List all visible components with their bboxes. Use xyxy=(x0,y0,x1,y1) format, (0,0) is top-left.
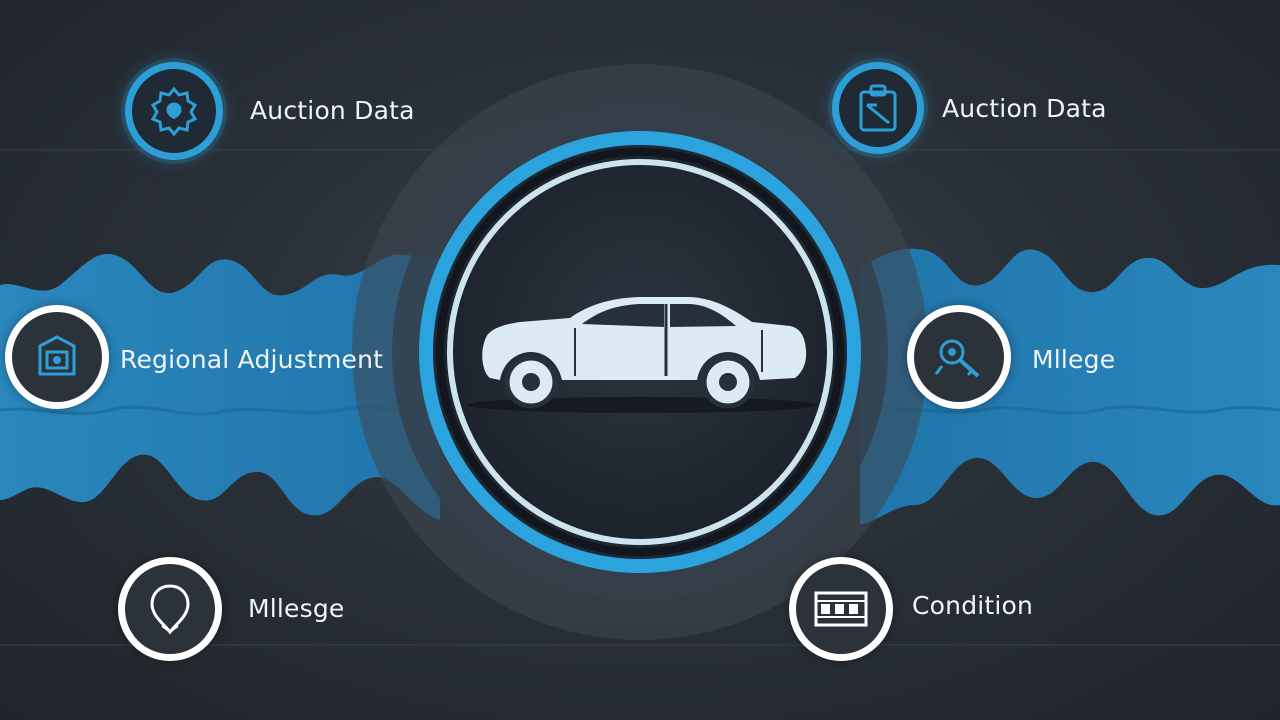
box-tag-icon xyxy=(38,335,76,376)
clipboard-icon xyxy=(859,84,897,132)
shield-badge-icon xyxy=(150,86,198,137)
node-auction-data-right xyxy=(832,62,924,154)
node-auction-data-left xyxy=(125,62,223,160)
film-strip-icon xyxy=(814,591,868,627)
car-icon xyxy=(467,297,817,413)
wave-ripple-right xyxy=(859,405,1280,415)
node-mileage-left xyxy=(118,557,222,661)
wave-band-left xyxy=(0,254,440,520)
label-mileage-right: Mllege xyxy=(1032,345,1116,374)
node-condition xyxy=(789,557,893,661)
label-auction-data-right: Auction Data xyxy=(942,94,1107,123)
center-ring-dark xyxy=(436,148,844,556)
location-pin-icon xyxy=(150,584,190,635)
label-regional-adjustment: Regional Adjustment xyxy=(120,345,384,374)
node-mileage-right xyxy=(907,305,1011,409)
label-auction-data-left: Auction Data xyxy=(250,96,415,125)
label-condition: Condition xyxy=(912,591,1034,620)
node-regional-adjustment xyxy=(5,305,109,409)
label-mileage-left: Mllesge xyxy=(248,594,345,623)
key-gear-icon xyxy=(934,339,980,378)
